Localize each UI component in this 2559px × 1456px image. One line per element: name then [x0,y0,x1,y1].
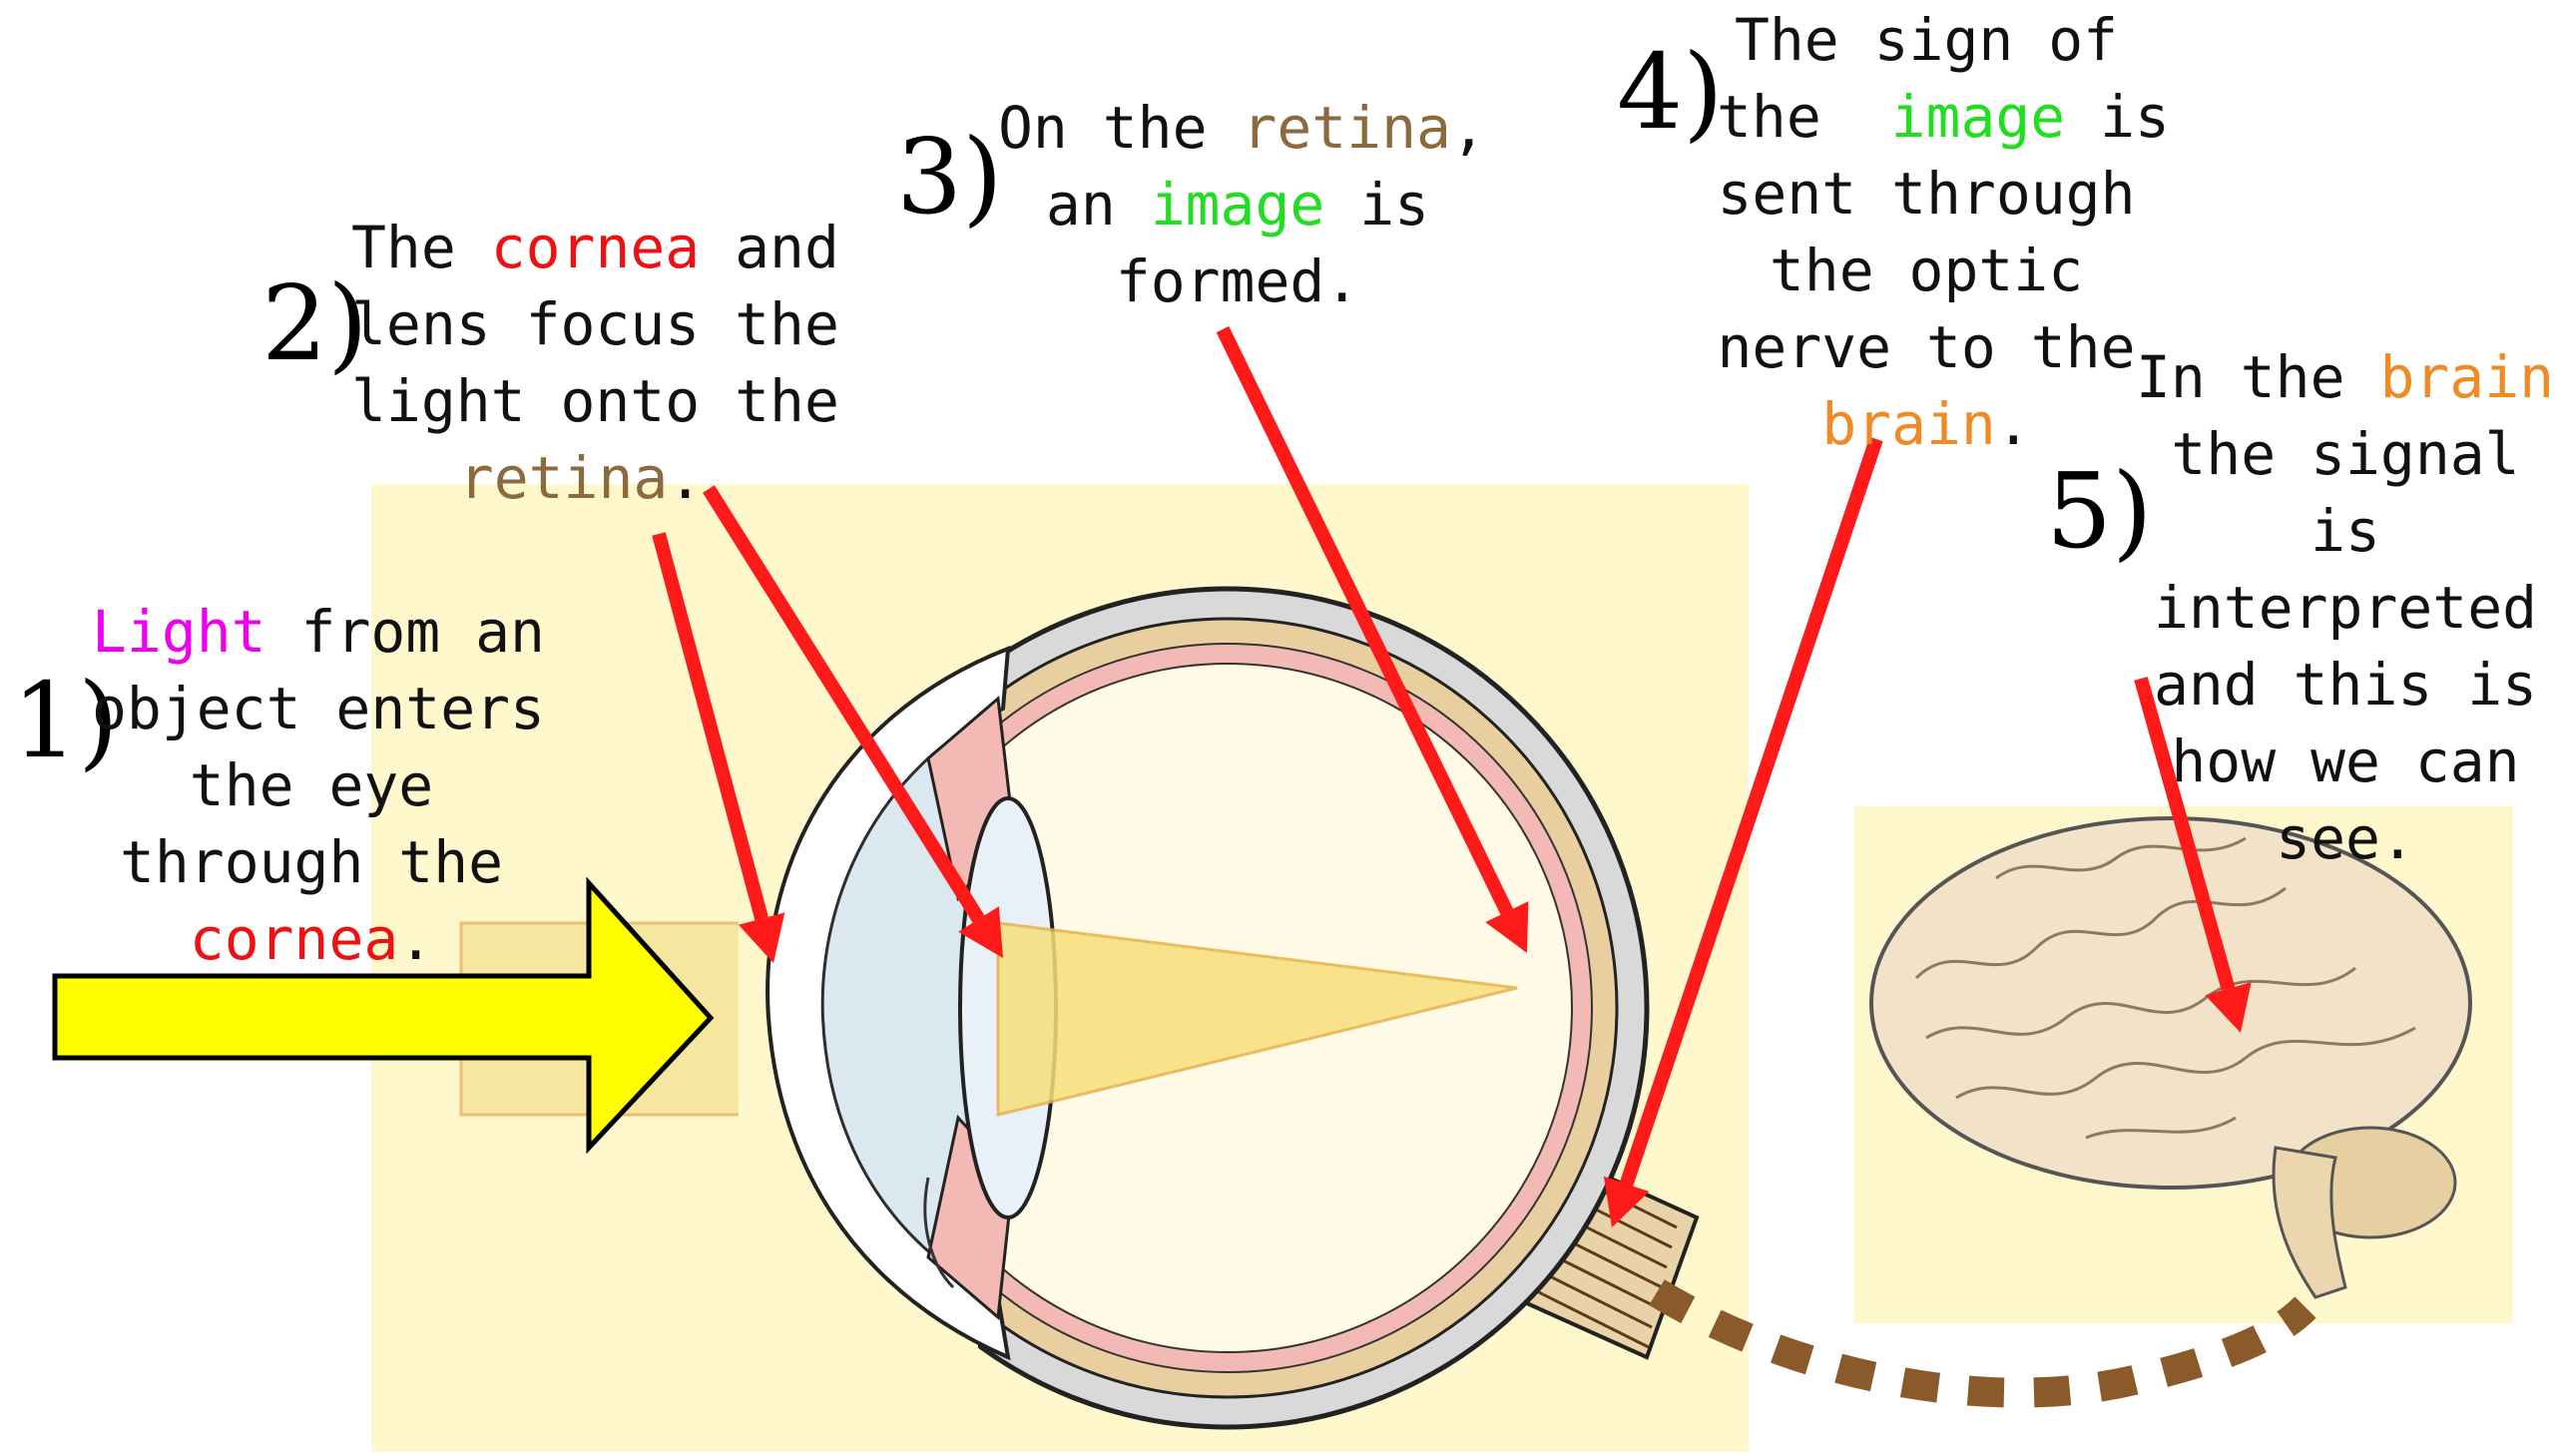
caption-line: the signal [2136,416,2555,493]
caption-line: sent through [1717,156,2136,233]
caption-text: , [1451,94,1486,162]
caption-line: Light from an [92,594,531,671]
caption-line: is [2136,493,2555,570]
caption-text: interpreted [2154,574,2537,642]
caption-line: how we can [2136,724,2555,800]
caption-text: is [2065,83,2170,151]
caption-text: an [1046,171,1151,239]
caption-text: is [1324,171,1429,239]
caption-text: In the [2136,343,2379,411]
caption-text: . [398,905,433,973]
caption-line: an image is [998,167,1477,243]
caption-line: On the retina, [998,90,1477,167]
caption-text: The sign of [1735,6,2118,74]
caption-line: the optic [1717,233,2136,309]
keyword-cornea: cornea [491,214,701,281]
caption-line: cornea. [92,901,531,978]
keyword-retina: retina [1242,94,1451,162]
caption-line: and this is [2136,647,2555,724]
caption-text: the signal [2171,420,2519,488]
caption-line: The sign of [1717,2,2136,79]
keyword-retina: retina [459,444,669,512]
step-4-number: 4) [1617,40,1724,144]
caption-text: the optic [1770,237,2083,304]
caption-line: see. [2136,800,2555,877]
keyword-brain: brain [2379,343,2554,411]
caption-line: formed. [998,243,1477,320]
caption-text: and [700,214,839,281]
caption-text: lens focus the [351,290,839,358]
caption-text: The [351,214,491,281]
caption-text: through the [120,828,503,896]
keyword-image: image [1891,83,2066,151]
caption-line: through the [92,824,531,901]
caption-text: how we can [2171,728,2519,795]
caption-line: light onto the [351,363,810,440]
caption-text: On the [998,94,1242,162]
keyword-image: image [1151,171,1325,239]
keyword-light: Light [92,598,266,666]
caption-text: and this is [2154,651,2537,719]
caption-text: . [1996,390,2031,458]
caption-text: . [668,444,703,512]
caption-text: sent through [1717,160,2135,228]
caption-line: object enters [92,671,531,747]
caption-text: formed. [1116,247,1359,315]
keyword-brain: brain [1821,390,1996,458]
step-3-number: 3) [896,125,1003,229]
caption-line: The cornea and [351,210,810,286]
step-5-caption: In the brain,the signal is interpreted and … [2136,339,2555,877]
caption-text: is [2310,497,2380,565]
caption-text: see. [2276,804,2415,872]
caption-text: object enters [92,675,545,742]
caption-text: nerve to the [1717,313,2135,381]
caption-line: the eye [92,747,531,824]
caption-text: , [2554,343,2559,411]
caption-line: In the brain, [2136,339,2555,416]
caption-line: the image is [1717,79,2136,156]
caption-line: lens focus the [351,286,810,363]
caption-text: the eye [190,751,433,819]
caption-line: brain. [1717,386,2136,463]
keyword-cornea: cornea [190,905,399,973]
caption-text: from an [266,598,545,666]
caption-line: retina. [351,440,810,517]
caption-line: interpreted [2136,570,2555,647]
caption-text: light onto the [351,367,839,435]
caption-text: the [1717,83,1891,151]
caption-line: nerve to the [1717,309,2136,386]
